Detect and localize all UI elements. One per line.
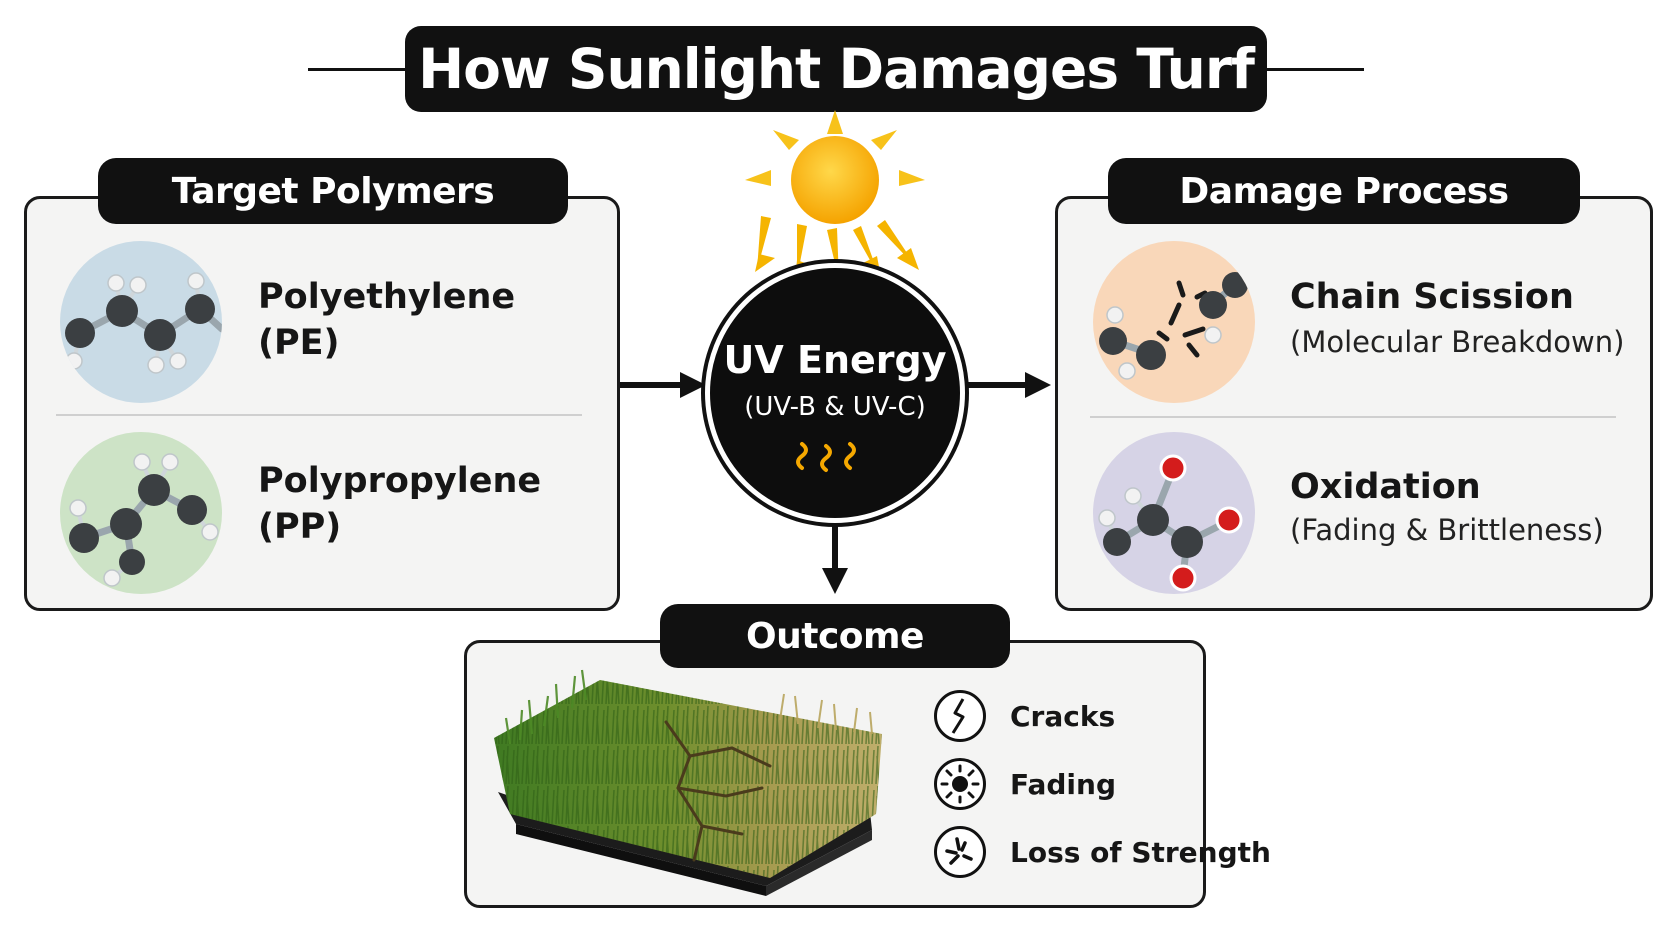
polymer-divider	[56, 414, 582, 416]
title-rule-right	[1264, 68, 1364, 71]
arrow-polymers-to-uv	[620, 372, 706, 398]
crack-icon	[934, 690, 986, 742]
uv-energy-subtitle: (UV-B & UV-C)	[744, 392, 926, 422]
polypropylene-abbrev: (PP)	[258, 507, 342, 547]
uv-energy-title: UV Energy	[723, 338, 947, 382]
cracks-label: Cracks	[1010, 700, 1116, 733]
oxidation-detail: (Fading & Brittleness)	[1290, 513, 1604, 547]
sun-icon	[745, 110, 925, 282]
damage-process-heading: Damage Process	[1108, 158, 1580, 224]
fading-label: Fading	[1010, 768, 1116, 801]
arrow-uv-to-outcome	[822, 524, 848, 594]
loss-of-strength-label: Loss of Strength	[1010, 836, 1271, 869]
damaged-turf-image	[494, 669, 882, 896]
uv-energy-node: UV Energy (UV-B & UV-C)	[705, 263, 965, 523]
uv-wave-icon	[796, 442, 856, 472]
polypropylene-label: Polypropylene	[258, 461, 542, 501]
chain-scission-detail: (Molecular Breakdown)	[1290, 325, 1625, 359]
page-title: How Sunlight Damages Turf	[405, 26, 1267, 112]
outcome-heading: Outcome	[660, 604, 1010, 668]
arrow-uv-to-damage	[965, 372, 1051, 398]
chain-scission-label: Chain Scission	[1290, 277, 1574, 317]
target-polymers-heading: Target Polymers	[98, 158, 568, 224]
chain-scission-icon	[1093, 241, 1255, 403]
sun-fading-icon	[934, 758, 986, 810]
polypropylene-molecule-icon	[60, 432, 222, 594]
oxidation-molecule-icon	[1093, 432, 1255, 594]
process-divider	[1090, 416, 1616, 418]
polyethylene-abbrev: (PE)	[258, 323, 340, 363]
title-rule-left	[308, 68, 408, 71]
oxidation-label: Oxidation	[1290, 467, 1481, 507]
broken-strength-icon	[934, 826, 986, 878]
polyethylene-label: Polyethylene	[258, 277, 516, 317]
polyethylene-molecule-icon	[60, 241, 222, 403]
